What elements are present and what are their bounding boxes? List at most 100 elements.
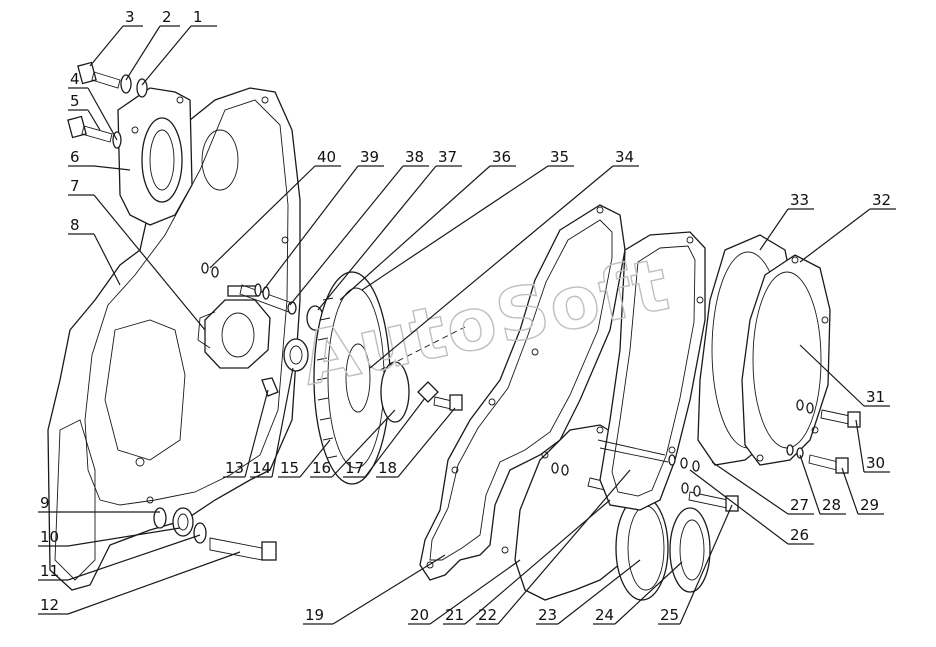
callout-leader-12 [67,551,241,615]
callout-label-25: 25 [660,606,679,624]
callout-label-37: 37 [438,148,457,166]
callout-label-36: 36 [492,148,511,166]
callout-leader-10 [67,527,181,547]
callout-leader-34 [369,165,614,369]
callout-leader-5 [87,109,101,131]
washer-2 [120,74,132,94]
bolt-29 [808,454,849,474]
callout-label-31: 31 [866,388,885,406]
callout-leader-2 [125,25,161,81]
callout-17: 17 [343,397,426,478]
callout-label-38: 38 [405,148,424,166]
callout-32: 32 [799,191,896,263]
callout-5: 5 [68,92,101,131]
callout-label-22: 22 [478,606,497,624]
callout-label-27: 27 [790,496,809,514]
callout-12: 12 [38,551,241,615]
callout-leader-18 [397,407,456,478]
bolt-12 [209,537,277,561]
callout-leader-27 [711,461,789,515]
callout-leader-31 [799,344,865,407]
callout-label-30: 30 [866,454,885,472]
callout-leader-24 [614,561,683,625]
callout-leader-30 [855,419,865,473]
washer-1 [136,78,148,98]
callout-leader-29 [841,467,859,515]
callout-16: 16 [310,409,396,478]
callout-label-18: 18 [378,459,397,477]
callout-label-28: 28 [822,496,841,514]
oil-seal-24 [669,507,711,593]
callout-label-35: 35 [550,148,569,166]
oil-pump-assembly [197,285,271,369]
callout-label-21: 21 [445,606,464,624]
callout-38: 38 [289,148,429,306]
fitting-10 [172,507,194,537]
gasket-plate-upper [599,231,706,511]
timing-gear-housing [47,87,301,591]
callout-leader-26 [689,469,789,545]
callout-leader-16 [331,409,396,478]
callout-40: 40 [209,148,341,269]
callout-6: 6 [68,148,131,171]
callout-leader-37 [317,165,437,311]
callout-leader-33 [759,208,789,251]
callout-leader-38 [289,165,404,306]
callout-label-1: 1 [193,8,203,26]
callout-leader-15 [299,439,331,478]
callout-20: 20 [408,559,521,625]
callout-8: 8 [68,216,121,286]
callout-label-19: 19 [305,606,324,624]
callout-label-23: 23 [538,606,557,624]
callout-label-11: 11 [40,562,59,580]
callout-29: 29 [841,467,884,515]
callout-leader-39 [261,165,359,293]
small-washers-39-40 [201,262,270,300]
callout-11: 11 [38,534,201,581]
callout-label-13: 13 [225,459,244,477]
callout-34: 34 [369,148,639,369]
callout-label-39: 39 [360,148,379,166]
callout-leader-19 [332,554,446,625]
dowel-pin-13 [261,377,279,397]
callout-leader-22 [497,469,631,625]
washer-11 [193,522,207,544]
washers-27-28 [786,399,814,459]
bolt-3 [77,61,121,89]
callout-label-33: 33 [790,191,809,209]
callout-10: 10 [38,527,181,547]
callout-23: 23 [536,559,641,625]
callout-label-2: 2 [162,8,172,26]
callout-15: 15 [278,439,331,478]
washer-9 [153,507,167,529]
callout-13: 13 [223,389,269,478]
seal-seat-23 [615,495,669,601]
callout-label-4: 4 [70,70,80,88]
callout-26: 26 [689,469,814,545]
callout-4: 4 [68,70,118,141]
idler-shaft-14 [283,338,309,372]
callout-label-7: 7 [70,177,80,195]
callout-label-10: 10 [40,528,59,546]
callout-22: 22 [476,469,631,625]
callout-leader-7 [93,194,206,331]
callout-36: 36 [339,148,516,301]
callout-3: 3 [89,8,143,67]
callout-leader-13 [244,389,269,478]
front-cover-plate [117,87,193,226]
callout-leader-6 [93,165,131,171]
callout-14: 14 [250,367,294,478]
callout-label-29: 29 [860,496,879,514]
callout-leader-3 [89,25,124,67]
callout-leader-20 [429,559,521,625]
callout-28: 28 [799,454,846,515]
callout-label-5: 5 [70,92,80,110]
callout-label-12: 12 [40,596,59,614]
callout-label-9: 9 [40,494,50,512]
callout-31: 31 [799,344,890,407]
callout-35: 35 [361,148,574,291]
callout-33: 33 [759,191,814,251]
callout-label-20: 20 [410,606,429,624]
